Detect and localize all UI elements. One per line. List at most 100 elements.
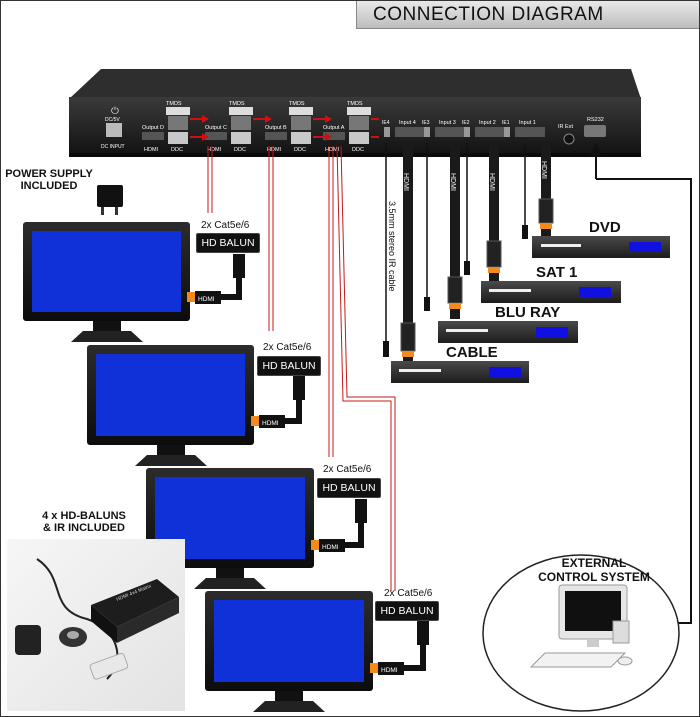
tv-3-hdmi-plug: [319, 539, 345, 552]
source-label-bluray: BLU RAY: [495, 304, 561, 321]
hdmi-text-tv2: HDMI: [262, 420, 279, 427]
input-1-port: [515, 127, 545, 137]
tv-2-neck: [157, 445, 185, 455]
power-adapter: [97, 185, 123, 215]
tv-3-hdmi-tip: [311, 540, 319, 550]
tmds-label-d: TMDS: [166, 101, 182, 107]
dvd-display: [629, 242, 661, 252]
source-label-sat: SAT 1: [536, 264, 578, 281]
ir-ext-label: IR Ext: [558, 124, 573, 130]
input-3-port: [435, 127, 465, 137]
photo-matrix-front: [117, 597, 179, 643]
hdmi-cable-sat: [489, 143, 499, 283]
ir-emitter-cable: [383, 341, 389, 357]
tv-3-stand: [194, 578, 266, 589]
input-4-label: Input 4: [399, 120, 416, 126]
device-bottom-edge: [69, 153, 641, 157]
input-2-label: Input 2: [479, 120, 496, 126]
hdmi-label-c: HDMI: [207, 147, 222, 153]
hdmi-plug-bluray: [447, 276, 463, 304]
ir-port-4: [384, 127, 390, 137]
photo-adapter: [15, 625, 41, 655]
hdmi-plug-dvd: [538, 198, 554, 224]
power-switch-icon: ⏻: [111, 106, 119, 117]
dvd-body: [532, 236, 670, 258]
computer-neck: [587, 639, 599, 647]
cable-body: [391, 361, 529, 383]
tv-1: [23, 222, 245, 342]
tv-2-hdmi-tip: [251, 416, 259, 426]
tv-2: [87, 345, 305, 466]
tv-2-stand: [135, 455, 207, 466]
tv-3-neck: [216, 568, 244, 578]
tv-4-stand: [253, 701, 325, 712]
cable-display: [489, 367, 521, 377]
cat-cable-d: [207, 146, 213, 213]
ir-emitters: [383, 225, 528, 357]
power-adapter-prong-2: [115, 207, 118, 215]
bluray-display: [536, 327, 568, 337]
hdmi-label-d: HDMI: [144, 147, 159, 153]
arrow-head-c-b-1: [265, 115, 272, 123]
tv-4-hdmi-tip: [370, 663, 378, 673]
tv-4-screen: [214, 600, 364, 682]
ir-port-3: [424, 127, 430, 137]
hd-balun-2: HD BALUN: [257, 356, 321, 376]
hdmi-tip-cable: [402, 351, 414, 357]
input-4-port: [395, 127, 425, 137]
hd-balun-4: HD BALUN: [375, 601, 439, 621]
hdmi-text-bluray: HDMI: [449, 173, 456, 191]
hdmi-tip-sat: [488, 267, 500, 273]
cat-label-4: 2x Cat5e/6: [384, 588, 433, 599]
cat-cable-a: [336, 145, 396, 591]
rs232-port: [584, 125, 606, 137]
hdmi-plug-sat: [486, 240, 502, 268]
tv-1-hdmi-plug: [195, 291, 221, 304]
cat-cable-c: [268, 146, 274, 331]
hd-balun-3: HD BALUN: [317, 478, 381, 498]
source-label-cable: CABLE: [446, 344, 498, 361]
ir-port-2-label: IE2: [462, 120, 470, 126]
bluray-slot: [446, 329, 488, 332]
tv-2-hdmi-plug: [259, 415, 285, 428]
control-arrow-up: [590, 143, 602, 155]
photo-remote: [89, 652, 129, 680]
computer-speaker: [612, 620, 630, 644]
ir-emitter-dvd: [522, 225, 528, 239]
hdmi-text-tv1: HDMI: [198, 296, 215, 303]
output-a-label: Output A: [323, 125, 345, 131]
ir-emitter-bluray: [424, 297, 430, 311]
cable-slot: [399, 369, 441, 372]
tmds-label-a: TMDS: [347, 101, 363, 107]
source-hdmi-cables: HDMI HDMI HDMI HDMI: [400, 143, 554, 361]
hdmi-label-b: HDMI: [267, 147, 282, 153]
baluns-included-label: 4 x HD-BALUNS & IR INCLUDED: [42, 510, 126, 534]
output-c-block: [205, 107, 253, 144]
source-label-dvd: DVD: [589, 219, 621, 236]
bluray-body: [438, 321, 578, 343]
ddc-label-d: DDC: [171, 147, 183, 153]
cat-label-1: 2x Cat5e/6: [201, 220, 250, 231]
tv-4-neck: [275, 691, 303, 701]
photo-matrix-top: [91, 579, 179, 627]
sat-body: [481, 281, 621, 303]
input-1-label: Input 1: [519, 120, 536, 126]
sat-slot: [489, 289, 531, 292]
cat-label-3: 2x Cat5e/6: [323, 464, 372, 475]
tv-4: [205, 591, 429, 712]
cat-label-2: 2x Cat5e/6: [263, 342, 312, 353]
arrow-head-b-a-2: [325, 133, 332, 141]
computer-screen: [565, 591, 621, 631]
tv-1-balun-plug: [233, 254, 245, 278]
arrow-head-d-c-2: [202, 133, 209, 141]
hdmi-text-tv3: HDMI: [322, 544, 339, 551]
source-bluray: [438, 321, 578, 343]
power-adapter-prong-1: [101, 207, 104, 215]
power-supply-label: POWER SUPPLY INCLUDED: [5, 168, 93, 192]
dc-input-label: DC INPUT: [101, 144, 125, 150]
cat-cable-b: [328, 146, 334, 457]
output-a-block: [323, 107, 371, 144]
output-c-label: Output C: [205, 125, 227, 131]
hdmi-cable-bluray: [450, 143, 460, 319]
